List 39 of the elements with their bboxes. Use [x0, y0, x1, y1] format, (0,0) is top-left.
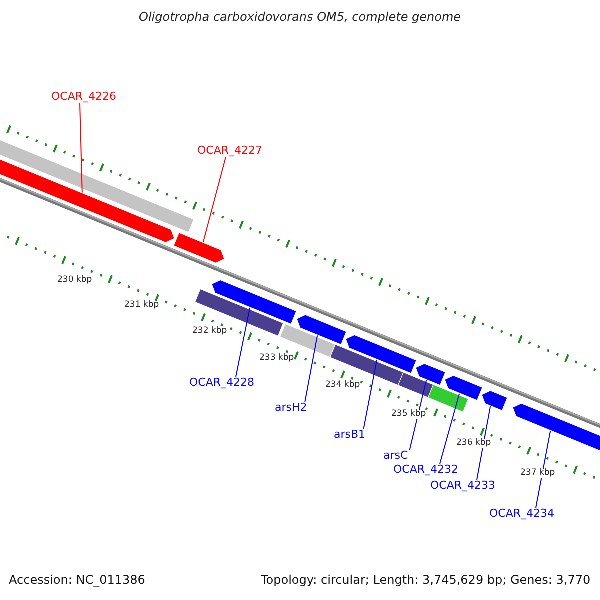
gene-label: OCAR_4228 — [190, 377, 255, 390]
leader-line — [440, 393, 460, 464]
gene-segment — [296, 314, 347, 346]
feature-bar — [398, 372, 434, 398]
scale-label: 230 kbp — [58, 276, 92, 286]
leader-line — [536, 430, 552, 508]
gene-label: arsH2 — [275, 402, 308, 414]
scale-label: 236 kbp — [456, 439, 492, 448]
leader-line — [363, 360, 378, 430]
leader-line — [236, 307, 251, 378]
gene-segment — [346, 334, 417, 374]
scale-label: 234 kbp — [326, 381, 360, 390]
gene-label: arsC — [384, 450, 408, 462]
leader-line — [202, 156, 226, 243]
chart-title: Oligotropha carboxidovorans OM5, complete genome — [139, 11, 462, 24]
gene-segment — [444, 375, 483, 401]
scale-label: 235 kbp — [392, 410, 426, 420]
gene-label: OCAR_4233 — [430, 480, 496, 492]
footer-text: Topology: circular; Length: 3,745,629 bp; Genes: 3,770 — [261, 574, 591, 588]
leader-line — [80, 102, 83, 194]
scale-label: 231 kbp — [124, 301, 160, 310]
scale-label: 232 kbp — [192, 327, 228, 336]
scale-label: 233 kbp — [260, 354, 294, 364]
scale-label: 237 kbp — [520, 469, 556, 478]
gene-segment — [482, 390, 508, 412]
leader-line — [476, 406, 492, 480]
gene-label: OCAR_4232 — [394, 464, 459, 476]
leader-line — [304, 335, 318, 402]
gene-label: OCAR_4227 — [198, 145, 263, 158]
gene-label: OCAR_4234 — [490, 508, 555, 520]
gene-segment — [174, 232, 225, 264]
footer-text: Accession: NC_011386 — [9, 574, 146, 588]
feature-bar — [428, 384, 469, 412]
gene-segment — [416, 363, 446, 386]
gene-label: arsB1 — [334, 429, 366, 442]
gene-segment — [212, 280, 297, 325]
gene-label: OCAR_4226 — [52, 91, 117, 104]
leader-line — [409, 380, 428, 450]
feature-bar — [194, 288, 284, 337]
